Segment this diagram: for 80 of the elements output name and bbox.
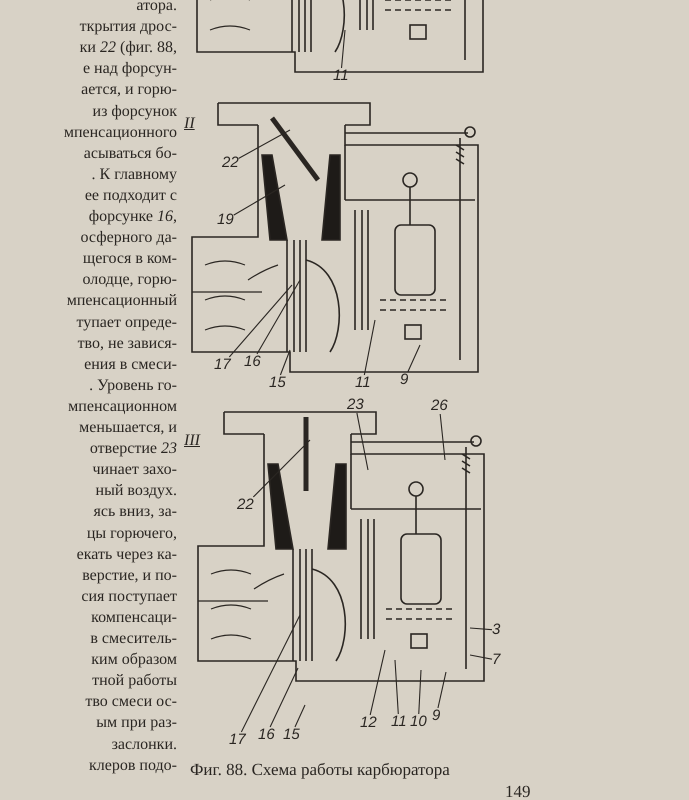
callout-number: 26 — [431, 398, 448, 414]
callout-number: 22 — [222, 155, 239, 171]
callout-number: 9 — [400, 372, 408, 388]
text-line: осферного да- — [80, 228, 177, 248]
callout-number: 7 — [492, 652, 500, 668]
text-line: тной работы — [92, 671, 177, 690]
figure-caption: Фиг. 88. Схема работы карбюратора — [190, 760, 450, 780]
callout-number: 16 — [258, 727, 275, 743]
page-number: 149 — [505, 782, 530, 800]
text-line: ения в смеси- — [84, 354, 177, 374]
text-line: заслонки. — [112, 734, 177, 754]
text-line: клеров подо- — [89, 756, 177, 775]
leader-line — [370, 650, 386, 716]
callout-number: 19 — [217, 212, 234, 228]
leader-line — [252, 440, 310, 498]
text-line: ки 22 (фиг. 88, — [80, 38, 177, 58]
text-line: щегося в ком- — [82, 249, 177, 268]
text-line: ный воздух. — [96, 481, 177, 500]
callout-number: 11 — [391, 714, 407, 730]
callout-number: 17 — [214, 357, 231, 373]
leader-line — [228, 284, 292, 358]
text-line: верстие, и по- — [82, 566, 177, 585]
leader-line — [240, 614, 300, 732]
leader-line — [437, 672, 447, 708]
callout-number: 9 — [432, 708, 440, 724]
callout-number: 3 — [492, 622, 500, 638]
text-line: ым при раз- — [96, 713, 177, 732]
leader-line — [340, 30, 346, 68]
text-line: цы горючего, — [86, 524, 177, 542]
leader-line — [294, 704, 306, 728]
text-line: . К главному — [92, 164, 177, 184]
leader-line — [256, 280, 300, 354]
leader-line — [394, 660, 399, 714]
text-line: асываться бо- — [84, 144, 177, 163]
leader-line — [233, 184, 286, 216]
panel-label: II — [184, 115, 195, 133]
text-line: компенсаци- — [91, 608, 177, 627]
text-line: атора. — [136, 0, 177, 15]
callout-number: 15 — [269, 375, 286, 391]
text-line: е над форсун- — [82, 59, 177, 78]
text-line: тупает опреде- — [76, 312, 177, 332]
text-line: ается, и горю- — [81, 80, 177, 100]
leader-line — [364, 320, 376, 376]
text-line: тво смеси ос- — [85, 692, 177, 712]
text-line: мпенсационного — [64, 122, 177, 142]
leader-line — [280, 350, 291, 376]
leader-line — [470, 654, 492, 660]
callout-number: 15 — [283, 727, 300, 743]
leader-line — [270, 668, 298, 728]
text-line: мпенсационном — [68, 396, 177, 416]
text-line: екать через ка- — [76, 544, 177, 564]
callout-number: 11 — [355, 375, 371, 391]
text-line: отверстие 23 — [90, 439, 177, 458]
callout-number: 10 — [410, 714, 427, 730]
leader-line — [470, 627, 492, 630]
leader-line — [440, 414, 446, 460]
text-line: ее подходит с — [84, 186, 177, 205]
callout-number: 12 — [360, 715, 377, 731]
leader-line — [356, 412, 369, 470]
text-line: из форсунок — [92, 102, 177, 120]
text-line: тво, не завися- — [78, 334, 177, 353]
leader-line — [407, 344, 420, 372]
text-line: ясь вниз, за- — [93, 502, 177, 522]
text-line: мпенсационный — [66, 291, 177, 310]
text-line: форсунке 16, — [88, 207, 177, 226]
text-line: . Уровень го- — [89, 376, 177, 395]
panel-label: III — [184, 432, 200, 450]
callout-number: 16 — [244, 354, 261, 370]
text-line: в смеситель- — [90, 629, 177, 648]
text-line: олодце, горю- — [82, 270, 177, 290]
callout-number: 17 — [229, 732, 246, 748]
text-line: ким образом — [91, 650, 177, 670]
callout-number: 23 — [347, 397, 364, 413]
leader-line — [418, 670, 422, 714]
text-line: меньшается, и — [79, 418, 177, 437]
text-line: ткрытия дрос- — [80, 17, 177, 36]
text-line: сия поступает — [81, 586, 177, 606]
text-line: чинает захо- — [92, 460, 177, 480]
leader-line — [238, 130, 290, 159]
callout-number: 22 — [237, 497, 254, 513]
